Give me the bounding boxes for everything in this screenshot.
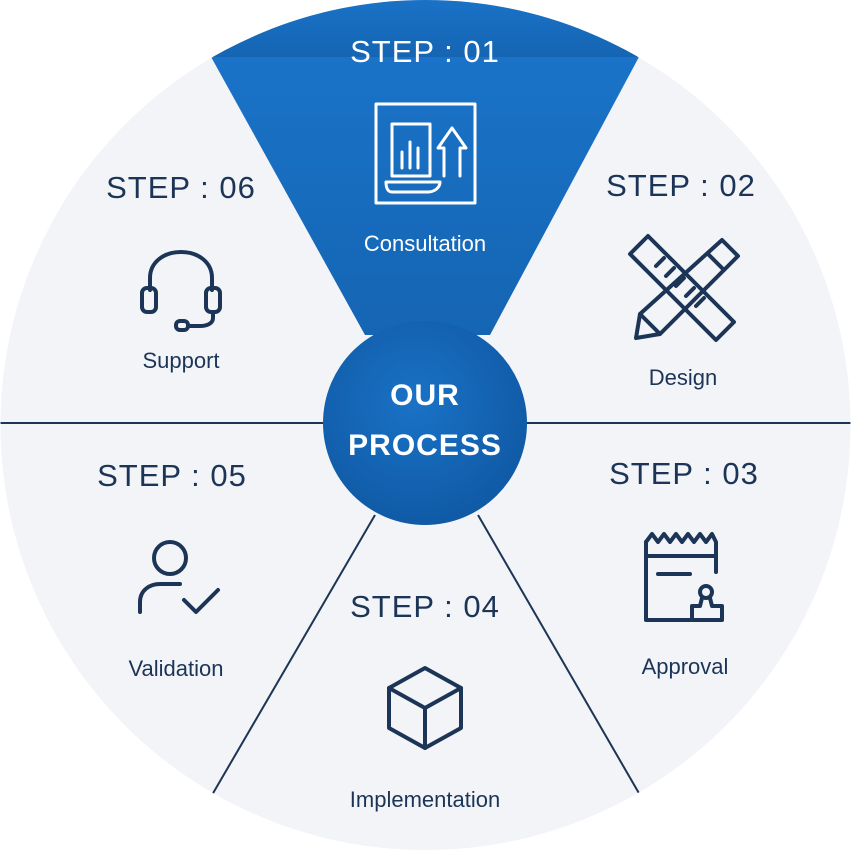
step-01-name: Consultation bbox=[364, 231, 486, 256]
step-01: STEP : 01 Consultation bbox=[350, 34, 500, 256]
cube-icon bbox=[387, 666, 463, 750]
report-chart-icon bbox=[374, 102, 477, 205]
step-03-label: STEP : 03 bbox=[609, 456, 759, 491]
step-04: STEP : 04 Implementation bbox=[350, 589, 500, 812]
ruler-pencil-icon bbox=[628, 234, 740, 342]
step-04-label: STEP : 04 bbox=[350, 589, 500, 624]
headset-icon bbox=[140, 250, 222, 332]
step-01-label: STEP : 01 bbox=[350, 34, 500, 69]
step-06-name: Support bbox=[142, 348, 219, 373]
active-sector-step-01 bbox=[210, 55, 640, 335]
stamp-document-icon bbox=[644, 532, 724, 622]
divider-lower-right bbox=[477, 514, 641, 796]
step-02-label: STEP : 02 bbox=[606, 168, 756, 203]
center-circle bbox=[323, 321, 527, 525]
divider-lower-left bbox=[211, 514, 376, 796]
step-02: STEP : 02 Design bbox=[606, 168, 756, 390]
step-04-name: Implementation bbox=[350, 787, 500, 812]
step-02-name: Design bbox=[649, 365, 717, 390]
step-03-name: Approval bbox=[642, 654, 729, 679]
step-06: STEP : 06 Support bbox=[106, 170, 256, 373]
step-03: STEP : 03 Approval bbox=[609, 456, 759, 679]
step-05-name: Validation bbox=[129, 656, 224, 681]
step-05: STEP : 05 Validation bbox=[97, 458, 247, 681]
step-06-label: STEP : 06 bbox=[106, 170, 256, 205]
center-title-line1: OUR bbox=[390, 379, 460, 412]
user-check-icon bbox=[138, 540, 220, 614]
step-05-label: STEP : 05 bbox=[97, 458, 247, 493]
center-title-line2: PROCESS bbox=[348, 429, 502, 462]
